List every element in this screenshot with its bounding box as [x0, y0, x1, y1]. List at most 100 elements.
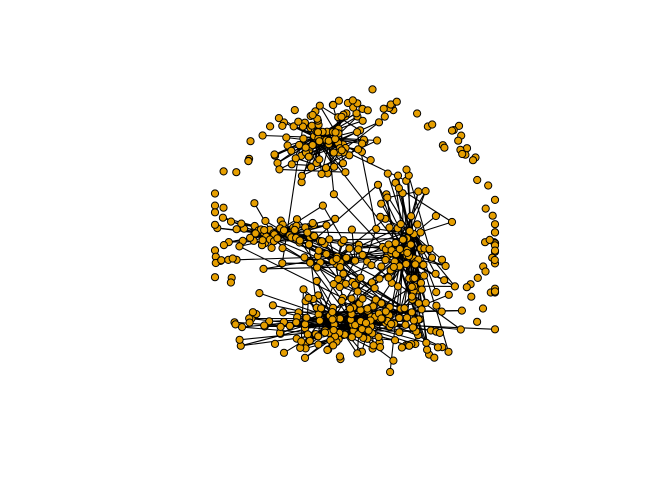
graph-node: [279, 348, 289, 357]
graph-node: [330, 162, 339, 171]
graph-node: [299, 285, 308, 294]
graph-node: [226, 278, 235, 287]
graph-node: [260, 226, 269, 235]
graph-node: [279, 308, 288, 317]
graph-node: [473, 175, 482, 185]
graph-node: [313, 263, 322, 272]
graph-node: [219, 241, 228, 250]
graph-node: [490, 325, 500, 334]
graph-node: [425, 244, 434, 254]
graph-node: [315, 101, 324, 110]
graph-node: [353, 128, 362, 137]
graph-node: [419, 260, 428, 269]
graph-node: [329, 326, 338, 335]
graph-node: [273, 234, 282, 243]
graph-node: [490, 220, 500, 229]
graph-node: [401, 320, 410, 329]
graph-node: [255, 289, 264, 298]
graph-node: [275, 165, 284, 174]
graph-node: [266, 122, 275, 131]
graph-node: [219, 203, 228, 212]
graph-node: [456, 325, 465, 334]
graph-node: [431, 269, 440, 278]
graph-edge: [239, 245, 344, 299]
graph-node: [338, 159, 348, 168]
graph-node: [402, 259, 411, 269]
graph-node: [416, 278, 426, 288]
graph-node: [248, 308, 257, 317]
graph-node: [226, 217, 236, 226]
graph-node: [306, 258, 315, 267]
graph-node: [210, 208, 220, 217]
graph-node: [350, 280, 360, 289]
graph-node: [356, 273, 365, 282]
graph-node: [318, 201, 327, 210]
graph-node: [407, 308, 416, 317]
graph-node: [430, 353, 439, 362]
graph-node: [325, 235, 334, 244]
graph-node: [260, 321, 269, 330]
graph-node: [245, 318, 254, 327]
graph-node: [373, 180, 383, 189]
graph-node: [312, 276, 321, 286]
graph-node: [441, 261, 450, 271]
graph-node: [393, 282, 403, 291]
graph-node: [317, 237, 326, 246]
graph-node: [417, 305, 426, 314]
graph-node: [407, 212, 416, 221]
graph-node: [366, 156, 375, 165]
graph-node: [457, 306, 466, 315]
graph-node: [258, 236, 267, 245]
graph-node: [321, 163, 331, 172]
graph-node: [303, 228, 312, 237]
graph-node: [410, 274, 419, 283]
graph-node: [250, 199, 259, 208]
graph-node: [447, 126, 457, 135]
graph-node: [374, 118, 384, 127]
graph-node: [331, 214, 340, 223]
graph-node: [295, 236, 304, 245]
graph-node: [259, 264, 268, 273]
graph-node: [490, 246, 500, 255]
graph-node: [279, 226, 289, 235]
graph-node: [294, 117, 303, 126]
graph-node: [427, 253, 437, 262]
graph-node: [287, 160, 296, 169]
graph-edge: [313, 135, 408, 256]
graph-node: [444, 290, 453, 299]
graph-node: [308, 141, 317, 150]
graph-node: [210, 189, 220, 198]
graph-node: [323, 345, 332, 355]
graph-node: [232, 225, 241, 234]
graph-node: [297, 171, 306, 180]
graph-node: [385, 223, 394, 232]
graph-node: [377, 314, 386, 323]
graph-node: [258, 131, 267, 140]
graph-node: [235, 242, 244, 251]
graph-node: [414, 187, 423, 196]
graph-node: [285, 321, 294, 330]
graph-node: [246, 233, 255, 242]
graph-node: [314, 340, 323, 349]
graph-node: [484, 181, 493, 190]
graph-edge: [308, 184, 379, 245]
graph-node: [458, 149, 467, 159]
graph-node: [320, 328, 330, 337]
graph-node: [447, 217, 457, 227]
graph-node: [353, 349, 362, 358]
graph-node: [398, 235, 407, 244]
graph-node: [405, 341, 414, 350]
graph-node: [210, 220, 220, 229]
graph-node: [317, 169, 326, 179]
graph-node: [485, 235, 494, 244]
graph-node: [310, 231, 319, 241]
graph-node: [405, 227, 414, 236]
graph-node: [361, 318, 371, 328]
graph-node: [305, 336, 314, 345]
graph-node: [219, 167, 228, 176]
graph-node: [390, 336, 400, 345]
graph-node: [210, 201, 220, 210]
graph-node: [301, 143, 310, 152]
graph-node: [246, 137, 255, 146]
